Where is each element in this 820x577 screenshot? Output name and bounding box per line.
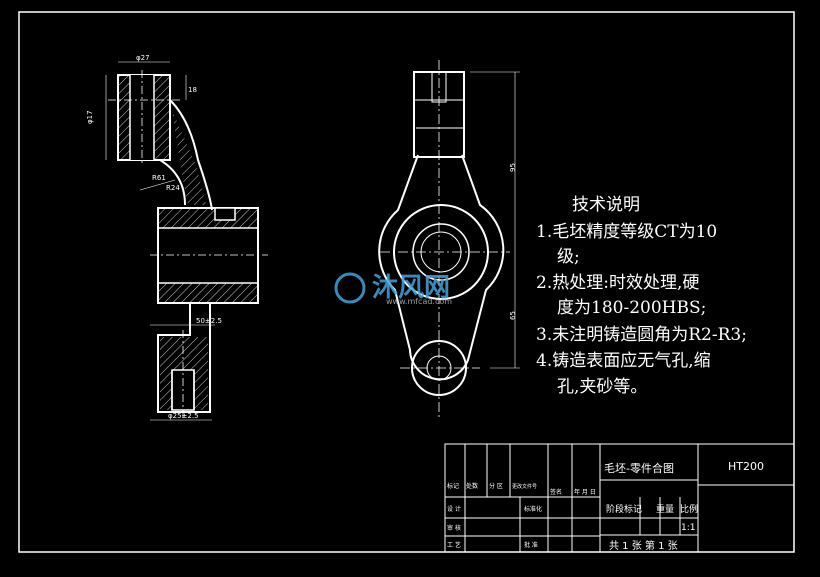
dim-radius-2: R24 [166, 184, 180, 192]
watermark-logo-icon [334, 272, 366, 304]
cell-scale: 比例 [680, 503, 698, 515]
front-view [378, 60, 510, 420]
dim-front-lower: 65 [509, 311, 517, 320]
cell-process: 工 艺 [447, 541, 461, 549]
cell-scale-value: 1:1 [681, 523, 695, 533]
note-line-7: 孔,夹砂等。 [557, 377, 648, 397]
cell-sheets: 共 1 张 第 1 张 [609, 539, 678, 552]
cell-approve: 批 准 [524, 541, 538, 549]
drawing-title: 毛坯-零件合图 [604, 461, 674, 475]
note-line-4: 度为180-200HBS; [557, 298, 707, 318]
note-line-2: 级; [557, 247, 580, 267]
watermark-url: www.mfcad.com [386, 297, 452, 306]
note-line-6: 4.铸造表面应无气孔,缩 [536, 351, 711, 371]
note-line-5: 3.未注明铸造圆角为R2-R3; [536, 325, 747, 345]
dim-step-width: 50±2.5 [196, 317, 222, 325]
dim-bottom-width: φ25±2.5 [168, 412, 199, 420]
section-view [108, 70, 268, 418]
cell-change-doc: 更改文件号 [512, 483, 537, 490]
watermark-name: 沐风网 [372, 273, 450, 303]
cell-weight: 重量 [656, 503, 674, 515]
drawing-border [18, 11, 795, 553]
dim-left-vertical: φ17 [86, 110, 94, 124]
note-line-3: 2.热处理:时效处理,硬 [536, 273, 700, 293]
cell-count: 处数 [466, 482, 478, 490]
cell-design: 设 计 [447, 505, 461, 513]
cell-review: 审 核 [447, 524, 461, 532]
cell-stage-mark: 阶段标记 [606, 503, 642, 515]
material-label: HT200 [728, 460, 764, 473]
title-block [444, 443, 795, 553]
section-dimensions [105, 61, 215, 421]
notes-heading: 技术说明 [572, 195, 640, 215]
dim-height-right: 18 [188, 86, 197, 94]
watermark: 沐风网 www.mfcad.com [334, 272, 452, 306]
dim-radius-1: R61 [152, 174, 166, 182]
front-dimensions [470, 71, 520, 369]
note-line-1: 1.毛坯精度等级CT为10 [536, 222, 718, 242]
cell-signature: 签名 [550, 488, 562, 496]
dim-top-width: φ27 [136, 54, 150, 62]
cell-mark: 标记 [447, 482, 459, 490]
cell-zone: 分 区 [489, 482, 503, 490]
dim-front-upper: 95 [509, 163, 517, 172]
cell-standardization: 标准化 [524, 505, 542, 513]
cell-date: 年 月 日 [574, 488, 596, 496]
